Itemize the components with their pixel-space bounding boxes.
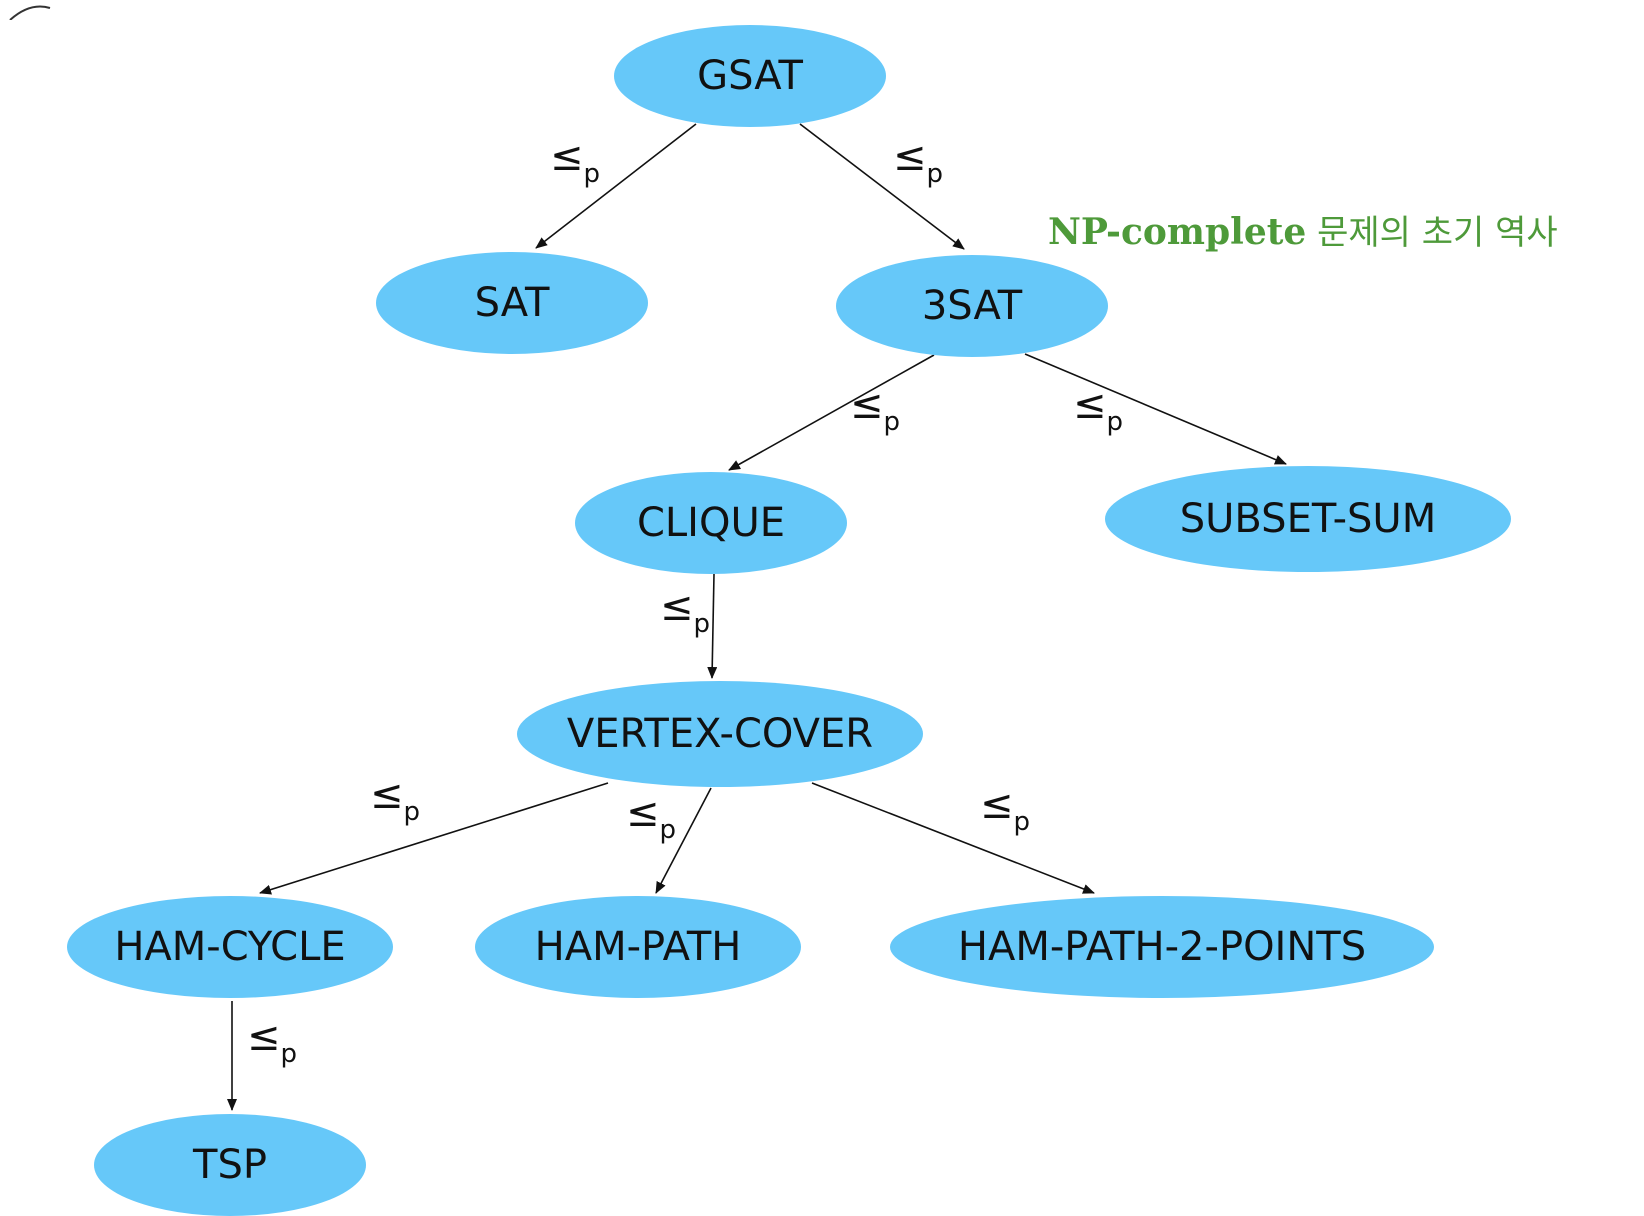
node-clique-shape	[575, 472, 847, 574]
node-tsp: TSP	[94, 1114, 366, 1216]
edge-clique-to-vertex-cover	[707, 573, 718, 679]
node-3sat-shape	[836, 255, 1108, 357]
node-gsat: GSAT	[614, 25, 886, 127]
reduction-label-gsat-to-sat: ≤p	[550, 134, 600, 189]
node-ham-cycle: HAM-CYCLE	[67, 896, 393, 998]
reduction-label-3sat-to-subset-sum: ≤p	[1073, 382, 1123, 437]
reduction-label-clique-to-vertex-cover: ≤p	[660, 584, 710, 639]
node-subset-sum-label: SUBSET-SUM	[1180, 496, 1436, 542]
node-ham-path-shape	[475, 896, 801, 998]
node-vertex-cover: VERTEX-COVER	[517, 681, 923, 787]
node-sat: SAT	[376, 252, 648, 354]
caption-np-complete: NP-complete	[1048, 211, 1307, 253]
node-ham-path-2-points-label: HAM-PATH-2-POINTS	[958, 924, 1366, 970]
edge-3sat-to-clique	[728, 354, 935, 471]
node-ham-cycle-shape	[67, 896, 393, 998]
node-gsat-shape	[614, 25, 886, 127]
node-clique: CLIQUE	[575, 472, 847, 574]
node-clique-label: CLIQUE	[637, 500, 785, 546]
edge-vertex-cover-to-ham-path	[655, 787, 712, 894]
edge-gsat-to-3sat	[799, 123, 965, 250]
node-sat-label: SAT	[475, 280, 550, 326]
node-vertex-cover-shape	[517, 681, 923, 787]
reduction-label-vertex-cover-to-ham-cycle: ≤p	[370, 772, 420, 827]
caption-korean-text: 문제의 초기 역사	[1306, 213, 1558, 253]
edge-vertex-cover-to-ham-path-2-points	[811, 782, 1095, 894]
corner-decoration	[9, 5, 51, 20]
reduction-label-3sat-to-clique: ≤p	[850, 382, 900, 437]
node-ham-cycle-label: HAM-CYCLE	[114, 924, 345, 970]
node-subset-sum-shape	[1105, 466, 1511, 572]
node-ham-path-2-points-shape	[890, 896, 1434, 998]
node-ham-path-2-points: HAM-PATH-2-POINTS	[890, 896, 1434, 998]
node-gsat-label: GSAT	[697, 53, 803, 99]
node-3sat-label: 3SAT	[922, 283, 1023, 329]
edge-vertex-cover-to-ham-cycle	[259, 782, 609, 895]
diagram-caption: NP-complete 문제의 초기 역사	[1048, 205, 1558, 254]
edge-gsat-to-sat	[535, 123, 697, 249]
node-subset-sum: SUBSET-SUM	[1105, 466, 1511, 572]
reduction-label-vertex-cover-to-ham-path: ≤p	[626, 790, 676, 845]
node-ham-path: HAM-PATH	[475, 896, 801, 998]
node-tsp-label: TSP	[192, 1142, 267, 1188]
node-vertex-cover-label: VERTEX-COVER	[567, 711, 873, 757]
node-sat-shape	[376, 252, 648, 354]
node-ham-path-label: HAM-PATH	[535, 924, 742, 970]
edge-3sat-to-subset-sum	[1024, 353, 1287, 465]
reduction-label-gsat-to-3sat: ≤p	[893, 134, 943, 189]
node-tsp-shape	[94, 1114, 366, 1216]
reduction-label-ham-cycle-to-tsp: ≤p	[247, 1014, 297, 1069]
reduction-label-vertex-cover-to-ham-path-2-points: ≤p	[980, 782, 1030, 837]
node-3sat: 3SAT	[836, 255, 1108, 357]
